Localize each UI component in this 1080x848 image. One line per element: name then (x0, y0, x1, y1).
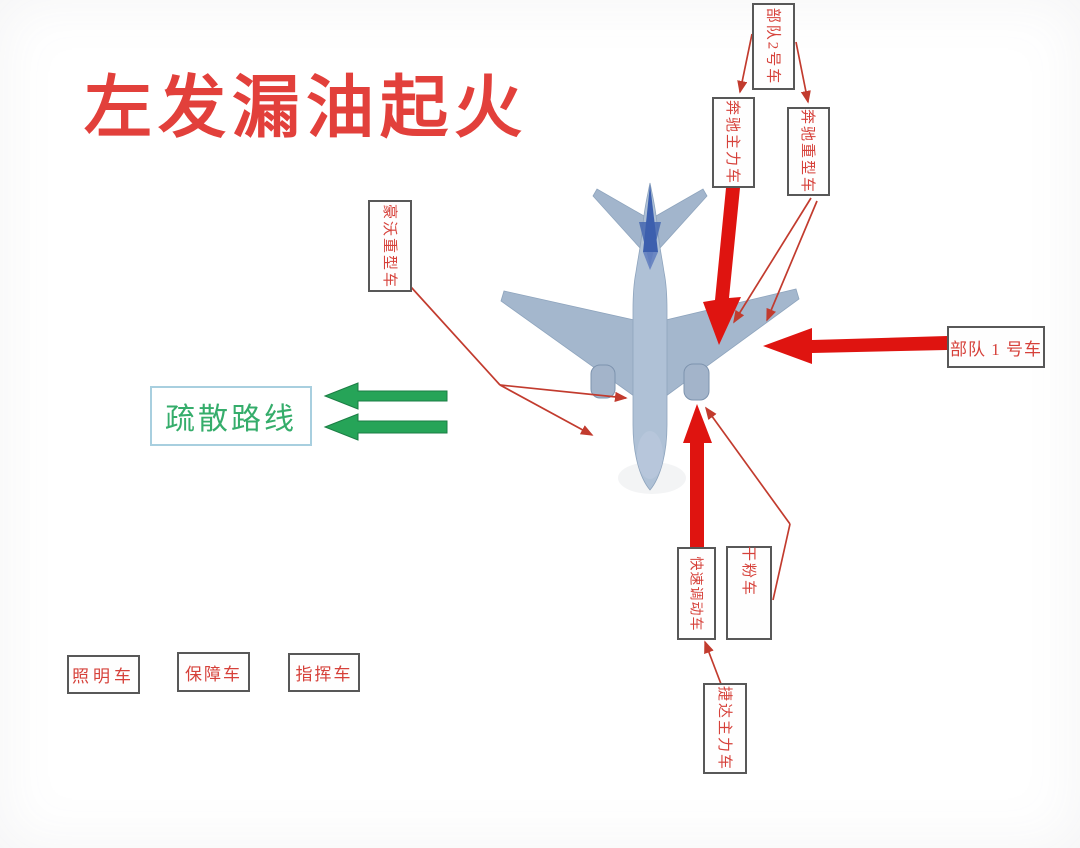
label-dry-powder: 干粉车 (739, 545, 756, 597)
label-box-support: 保障车 (177, 652, 250, 692)
evacuation-route-box: 疏散路线 (150, 386, 312, 446)
label-box-dry-powder: 干粉车 (726, 545, 772, 640)
label-box-benz-heavy: 奔驰重型车 (787, 107, 830, 196)
line-howo-to-engine (499, 384, 628, 402)
evacuation-route-label: 疏散路线 (165, 403, 297, 436)
label-box-command: 指挥车 (288, 653, 360, 692)
label-jetta-main: 捷达主力车 (715, 685, 732, 772)
response-arrows (683, 188, 947, 547)
pointer-lines (410, 33, 818, 685)
label-quick-dispatch: 快速调动车 (687, 556, 703, 631)
label-box-troop1: 部队 1 号车 (947, 326, 1045, 368)
page-title: 左发漏油起火 (84, 70, 529, 146)
label-box-howo-heavy: 豪沃重型车 (368, 200, 412, 292)
label-command: 指挥车 (295, 665, 353, 684)
line-dry-powder-stem (772, 523, 791, 601)
label-troop1: 部队 1 号车 (950, 339, 1042, 359)
line-benz-heavy-to-wing-2 (766, 200, 818, 322)
label-box-lighting: 照明车 (67, 655, 140, 694)
label-box-jetta-main: 捷达主力车 (703, 683, 747, 774)
line-troop2-to-benz-heavy (795, 41, 811, 104)
label-box-troop2: 部队2号车 (752, 3, 795, 90)
line-jetta-to-quick-dispatch (704, 640, 722, 685)
line-howo-to-fuselage (499, 384, 594, 436)
line-dry-powder-to-engine (705, 406, 791, 525)
label-box-benz-main: 奔驰主力车 (712, 97, 755, 188)
line-benz-heavy-to-wing-1 (733, 197, 812, 324)
label-box-quick-dispatch: 快速调动车 (677, 547, 716, 640)
evacuation-arrow-bottom (323, 413, 448, 441)
evacuation-arrows (323, 382, 448, 441)
label-support: 保障车 (185, 664, 242, 684)
evacuation-arrow-top (323, 382, 448, 410)
arrow-benz-main-to-wing (703, 188, 741, 345)
arrow-quick-dispatch-to-engine (683, 404, 712, 547)
line-howo-stem (410, 286, 501, 386)
arrow-troop1-to-plane (763, 328, 947, 364)
label-troop2: 部队2号车 (764, 7, 781, 86)
label-benz-main: 奔驰主力车 (724, 99, 741, 186)
label-lighting: 照明车 (72, 667, 135, 686)
airplane-image (500, 182, 800, 494)
label-howo-heavy: 豪沃重型车 (380, 203, 397, 289)
line-troop2-to-benz-main (737, 33, 753, 94)
label-benz-heavy: 奔驰重型车 (799, 108, 816, 195)
